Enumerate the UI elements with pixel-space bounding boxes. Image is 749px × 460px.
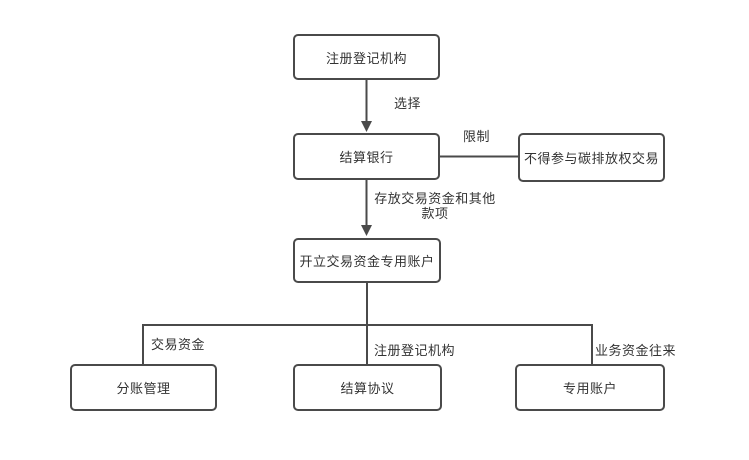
edge-label-select: 选择 bbox=[394, 96, 422, 111]
node-settlement-bank: 结算银行 bbox=[293, 133, 440, 180]
node-open-account-label: 开立交易资金专用账户 bbox=[299, 254, 435, 269]
node-registry-agency: 注册登记机构 bbox=[293, 34, 440, 80]
node-settlement-bank-label: 结算银行 bbox=[339, 150, 394, 165]
edge-label-registry-agency: 注册登记机构 bbox=[374, 343, 456, 358]
node-special-account-label: 专用账户 bbox=[562, 381, 617, 396]
arrowhead-account-icon bbox=[361, 225, 372, 236]
node-settlement-agreement-label: 结算协议 bbox=[340, 381, 395, 396]
node-registry-agency-label: 注册登记机构 bbox=[325, 50, 407, 66]
edge-label-deposit: 存放交易资金和其他 款项 bbox=[369, 191, 501, 221]
edge-label-business-funds: 业务资金往来 bbox=[595, 343, 677, 358]
node-restriction-label: 不得参与碳排放权交易 bbox=[523, 151, 659, 166]
edge-label-deposit-line1: 存放交易资金和其他 bbox=[374, 191, 496, 206]
edge-label-restrict: 限制 bbox=[463, 129, 491, 144]
node-special-account: 专用账户 bbox=[515, 364, 665, 411]
node-open-account: 开立交易资金专用账户 bbox=[293, 238, 441, 283]
node-ledger-management: 分账管理 bbox=[70, 364, 217, 411]
arrowhead-bank-icon bbox=[361, 121, 372, 132]
node-settlement-agreement: 结算协议 bbox=[293, 364, 442, 411]
node-ledger-management-label: 分账管理 bbox=[116, 381, 171, 396]
edge-label-deposit-line2: 款项 bbox=[421, 206, 449, 221]
node-restriction: 不得参与碳排放权交易 bbox=[518, 133, 665, 182]
edge-label-trade-funds: 交易资金 bbox=[151, 337, 206, 352]
